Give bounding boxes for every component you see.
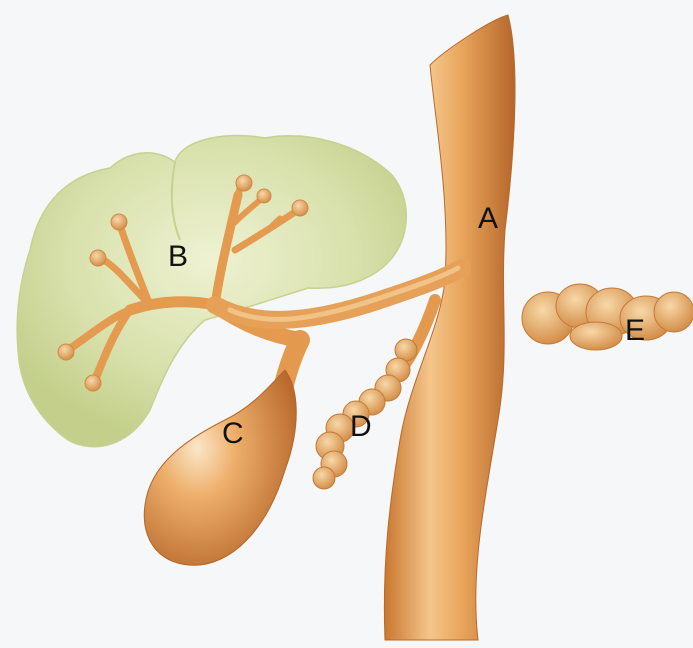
label-c: C (222, 417, 244, 450)
label-a: A (478, 202, 498, 235)
label-b: B (168, 240, 188, 273)
label-d: D (350, 410, 372, 443)
label-e: E (625, 314, 645, 347)
